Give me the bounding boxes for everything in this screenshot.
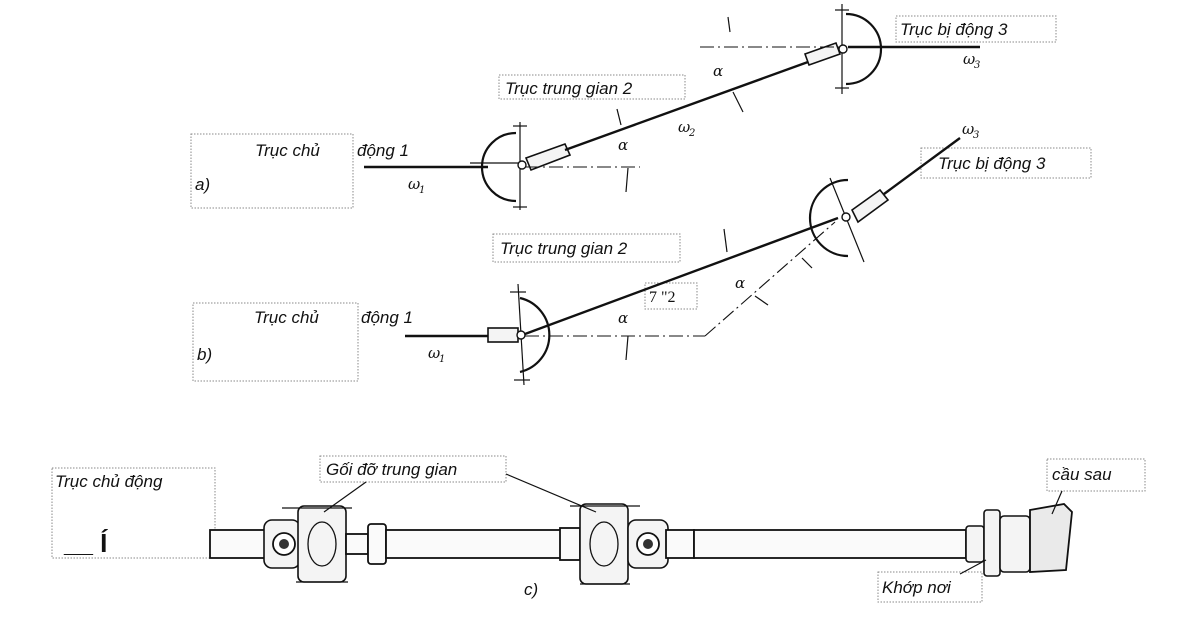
c-support-box [319,455,507,483]
diagram-b [192,137,961,386]
diagram-c [51,455,1146,603]
b-panel-label: b) [197,345,212,364]
a-yoke-2 [845,12,883,86]
b-driven-shaft [883,137,961,195]
a-driven-label: Trục bị động 3 [900,20,1008,39]
a-yoke-1 [480,131,517,203]
b-intermediate-box [492,233,681,263]
b-sleeve-1 [487,327,519,343]
c-rear-axle-box [1046,458,1146,492]
c-panel-label: c) [524,580,538,599]
a-driving-label-2: động 1 [357,141,409,160]
b-driving-label-1: Trục chủ [254,308,319,327]
a-driven2-label: Trục bị động 3 [938,154,1046,173]
b-omega3-sub: 3 [973,130,979,141]
a-driving-label-1: Trục chủ [255,141,320,160]
a-alpha-top: α [713,62,723,80]
c-shaft-3 [693,529,967,559]
c-driving-label: Trục chủ động [55,472,163,491]
c-shaft-2 [385,529,563,559]
c-joint-label: Khớp nơi [882,578,952,597]
b-intermediate-label: Trục trung gian 2 [500,239,628,258]
c-driving-artifact: __ Í [63,528,108,558]
b-driving-shaft-box [192,302,359,382]
a-intermediate-shaft [564,60,809,152]
b-sleeve-2 [850,188,890,224]
a-sleeve-2 [803,41,842,67]
b-yoke-1 [519,296,551,374]
a-intermediate-box [498,74,686,100]
c-rear-axle-housing [1029,503,1073,573]
a-sleeve-1 [524,142,572,172]
a-omega2-sub: 2 [688,128,695,139]
b-alpha-top: α [735,274,745,292]
a-omega1-sub: 1 [419,185,425,196]
a-omega3-sub: 3 [974,60,980,71]
b-driving-label-2: động 1 [361,308,413,327]
a-omega1: ω [408,175,420,193]
a-alpha-bottom: α [618,136,628,154]
c-rear-flange [983,509,1001,577]
a-omega2: ω [678,118,690,136]
c-joint-box [877,571,983,603]
b-alpha-bottom: α [618,309,628,327]
a-omega3: ω [963,50,975,68]
c-rear-axle-label: cầu sau [1052,465,1112,484]
c-support-label: Gối đỡ trung gian [326,460,457,479]
a-intermediate-label: Trục trung gian 2 [505,79,633,98]
c-support-1 [297,505,347,583]
a-panel-label: a) [195,175,210,194]
c-driving-shaft-box [51,467,216,559]
a-driven2-box [920,147,1092,179]
b-omega2-garbled: 7 "2 [649,289,676,306]
diagram-a [190,4,1092,210]
b-omega3: ω [962,120,974,138]
b-intermediate-shaft [524,216,839,336]
b-omega1: ω [428,344,440,362]
a-driving-shaft-box [190,133,354,209]
b-omega1-sub: 1 [439,354,445,365]
c-shaft-1 [209,529,267,559]
a-driven-box [895,15,1057,43]
c-support-2 [579,503,629,585]
